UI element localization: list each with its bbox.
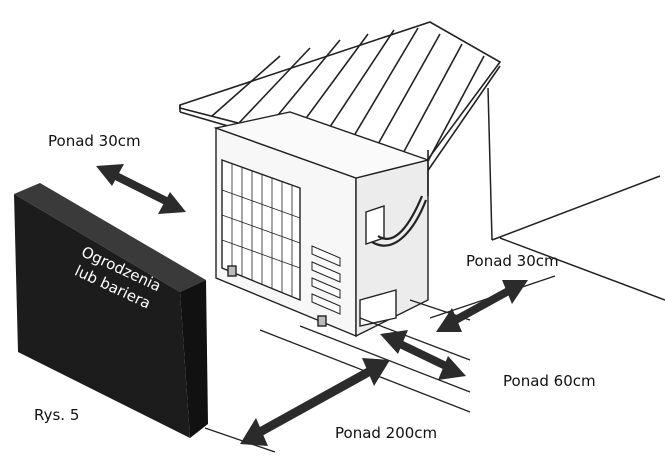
clearance-left-label: Ponad 30cm [48, 132, 141, 150]
refrigerant-pipes [377, 195, 424, 240]
outdoor-unit [213, 111, 431, 338]
clearance-arrows [96, 164, 528, 446]
arrow-front-clearance [380, 330, 466, 380]
clearance-right-label: Ponad 30cm [466, 252, 559, 270]
wall [487, 87, 665, 301]
arrow-barrier-clearance [240, 358, 390, 446]
fan-grille [221, 159, 301, 302]
figure-caption: Rys. 5 [34, 406, 80, 424]
arrow-right-clearance [436, 280, 528, 332]
clearance-barrier-label: Ponad 200cm [335, 424, 438, 442]
barrier-block [14, 183, 208, 438]
arrow-left-clearance [96, 164, 186, 214]
drain-cover [359, 289, 397, 327]
clearance-front-label: Ponad 60cm [503, 372, 596, 390]
side-vents [311, 245, 341, 315]
